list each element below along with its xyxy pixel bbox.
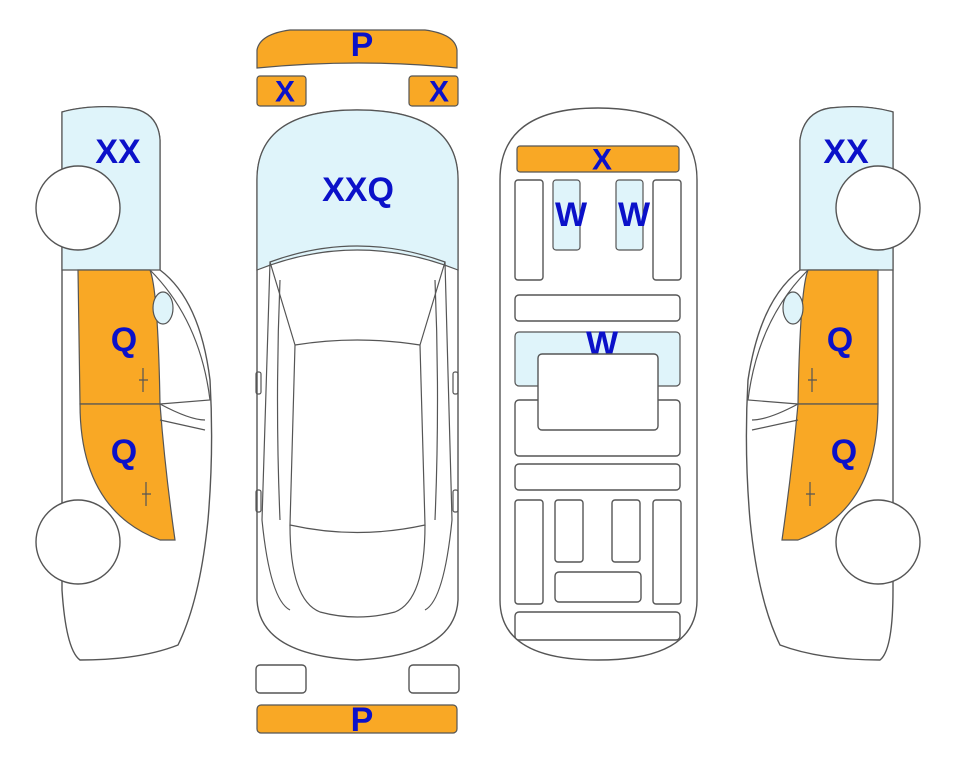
roof-front-bar[interactable]: X <box>516 144 680 177</box>
rear-bumper-label: P <box>351 701 374 739</box>
front-bumper[interactable]: P <box>256 26 458 69</box>
right-rear-door-label: Q <box>831 433 857 471</box>
left-rear-door[interactable]: Q <box>79 403 176 541</box>
left-rear-wheel[interactable] <box>35 499 121 585</box>
right-taillight[interactable] <box>408 664 460 694</box>
left-headlight-label: X <box>275 76 295 109</box>
left-rear-door-label: Q <box>111 433 137 471</box>
left-window-label: XX <box>95 133 141 171</box>
windshield[interactable]: XXQ <box>256 109 459 271</box>
right-rear-door[interactable]: Q <box>781 403 879 541</box>
left-taillight[interactable] <box>255 664 307 694</box>
right-front-door[interactable]: Q <box>797 269 879 405</box>
front-bumper-label: P <box>351 26 374 64</box>
right-front-wheel[interactable] <box>835 165 921 251</box>
roof-view: X W W W <box>499 107 698 661</box>
right-headlight-label: X <box>429 76 449 109</box>
windshield-label: XXQ <box>322 171 394 209</box>
roof-front-right-label: W <box>618 196 651 234</box>
rear-bumper[interactable]: P <box>256 701 458 739</box>
right-rear-wheel[interactable] <box>835 499 921 585</box>
right-side-view: XX Q Q <box>745 105 921 661</box>
sunroof[interactable] <box>537 353 659 431</box>
left-front-door-label: Q <box>111 321 137 359</box>
roof-front-bar-label: X <box>592 144 612 177</box>
left-front-door[interactable]: Q <box>77 269 161 405</box>
roof-front-left-panel[interactable]: W <box>552 179 588 251</box>
left-front-wheel[interactable] <box>35 165 121 251</box>
roof-front-right-panel[interactable]: W <box>615 179 651 251</box>
left-side-view: XX Q Q <box>35 105 213 661</box>
left-headlight[interactable]: X <box>256 75 307 109</box>
roof-front-left-label: W <box>555 196 588 234</box>
right-headlight[interactable]: X <box>408 75 459 109</box>
right-front-door-label: Q <box>827 321 853 359</box>
front-top-view: P X X XXQ <box>255 26 460 739</box>
right-window-label: XX <box>823 133 869 171</box>
